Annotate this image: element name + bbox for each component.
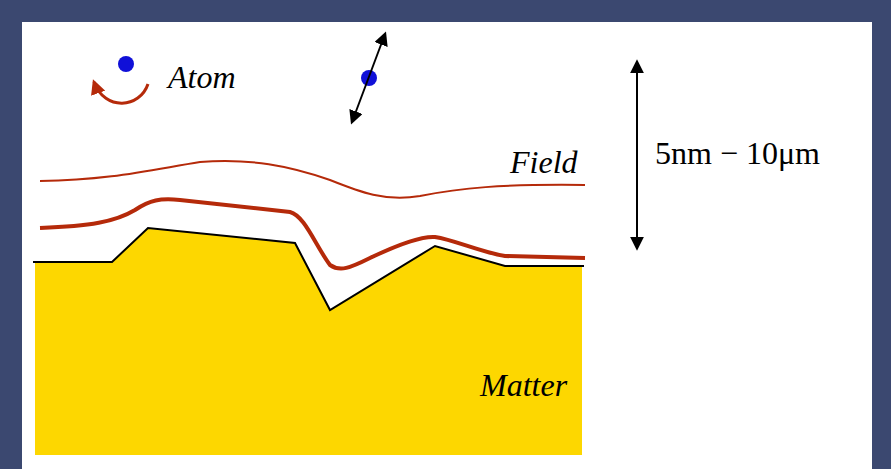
region-label: Matter bbox=[480, 368, 567, 403]
field-line-thin bbox=[40, 161, 585, 198]
part-label: Field bbox=[510, 145, 578, 180]
distance-label: 5nm − 10μm bbox=[655, 136, 820, 171]
part-label: Atom bbox=[168, 60, 236, 95]
rotation-arrow bbox=[94, 82, 148, 103]
matter-shape bbox=[35, 228, 582, 455]
atom-dot bbox=[118, 56, 134, 72]
distance-arrow bbox=[636, 62, 638, 248]
oscillation-arrow bbox=[352, 34, 385, 122]
matter-fill bbox=[35, 228, 582, 455]
matter-region: Matter bbox=[35, 228, 582, 455]
surface-line bbox=[33, 228, 584, 310]
